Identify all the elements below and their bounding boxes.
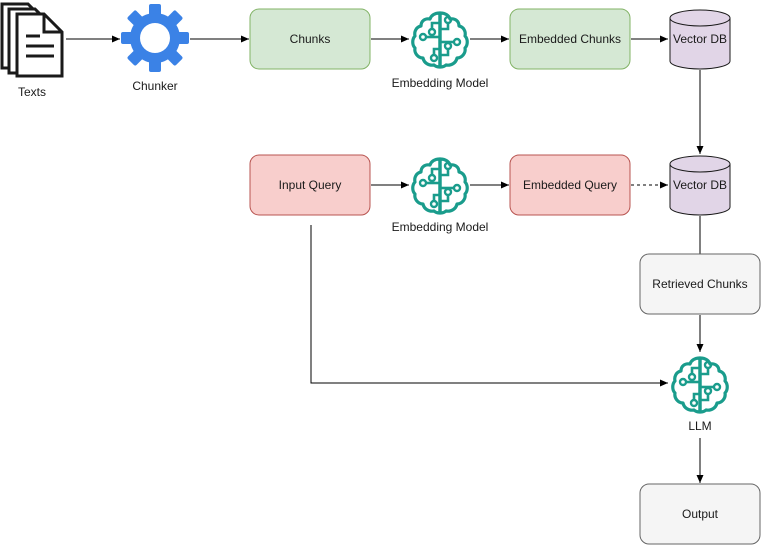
document-stack-icon: [0, 2, 64, 78]
vector-db-2-label: Vector DB: [673, 178, 727, 192]
output-label: Output: [682, 507, 719, 521]
brain-circuit-icon: [671, 356, 729, 414]
database-cylinder-icon: [669, 9, 731, 70]
node-chunks: Chunks: [249, 8, 371, 70]
node-output: Output: [639, 483, 761, 545]
node-vector-db-2: Vector DB: [669, 155, 731, 216]
node-chunker: Chunker: [121, 4, 189, 93]
vector-db-1-label: Vector DB: [673, 32, 727, 46]
chunks-label: Chunks: [290, 32, 331, 46]
node-vector-db-1: Vector DB: [669, 9, 731, 70]
embedding-model-1-label: Embedding Model: [392, 76, 489, 90]
node-input-query: Input Query: [249, 154, 371, 216]
embedding-model-2-label: Embedding Model: [392, 220, 489, 234]
embedded-query-label: Embedded Query: [523, 178, 617, 192]
node-embedded-query: Embedded Query: [509, 154, 631, 216]
edges: [66, 35, 704, 483]
node-embedding-model-2: Embedding Model: [392, 157, 489, 234]
node-retrieved-chunks: Retrieved Chunks: [639, 253, 761, 315]
retrieved-chunks-label: Retrieved Chunks: [652, 277, 747, 291]
texts-label: Texts: [18, 85, 46, 99]
llm-label: LLM: [688, 419, 711, 433]
node-embedding-model-1: Embedding Model: [392, 11, 489, 90]
edge-input-query-to-llm: [310, 225, 668, 387]
database-cylinder-icon: [669, 155, 731, 216]
node-texts: Texts: [0, 2, 64, 99]
chunker-label: Chunker: [132, 79, 177, 93]
brain-circuit-icon: [411, 157, 469, 215]
input-query-label: Input Query: [279, 178, 342, 192]
brain-circuit-icon: [411, 11, 469, 69]
node-llm: LLM: [671, 356, 729, 433]
node-embedded-chunks: Embedded Chunks: [509, 8, 631, 70]
embedded-chunks-label: Embedded Chunks: [519, 32, 621, 46]
gear-icon: [121, 4, 189, 72]
